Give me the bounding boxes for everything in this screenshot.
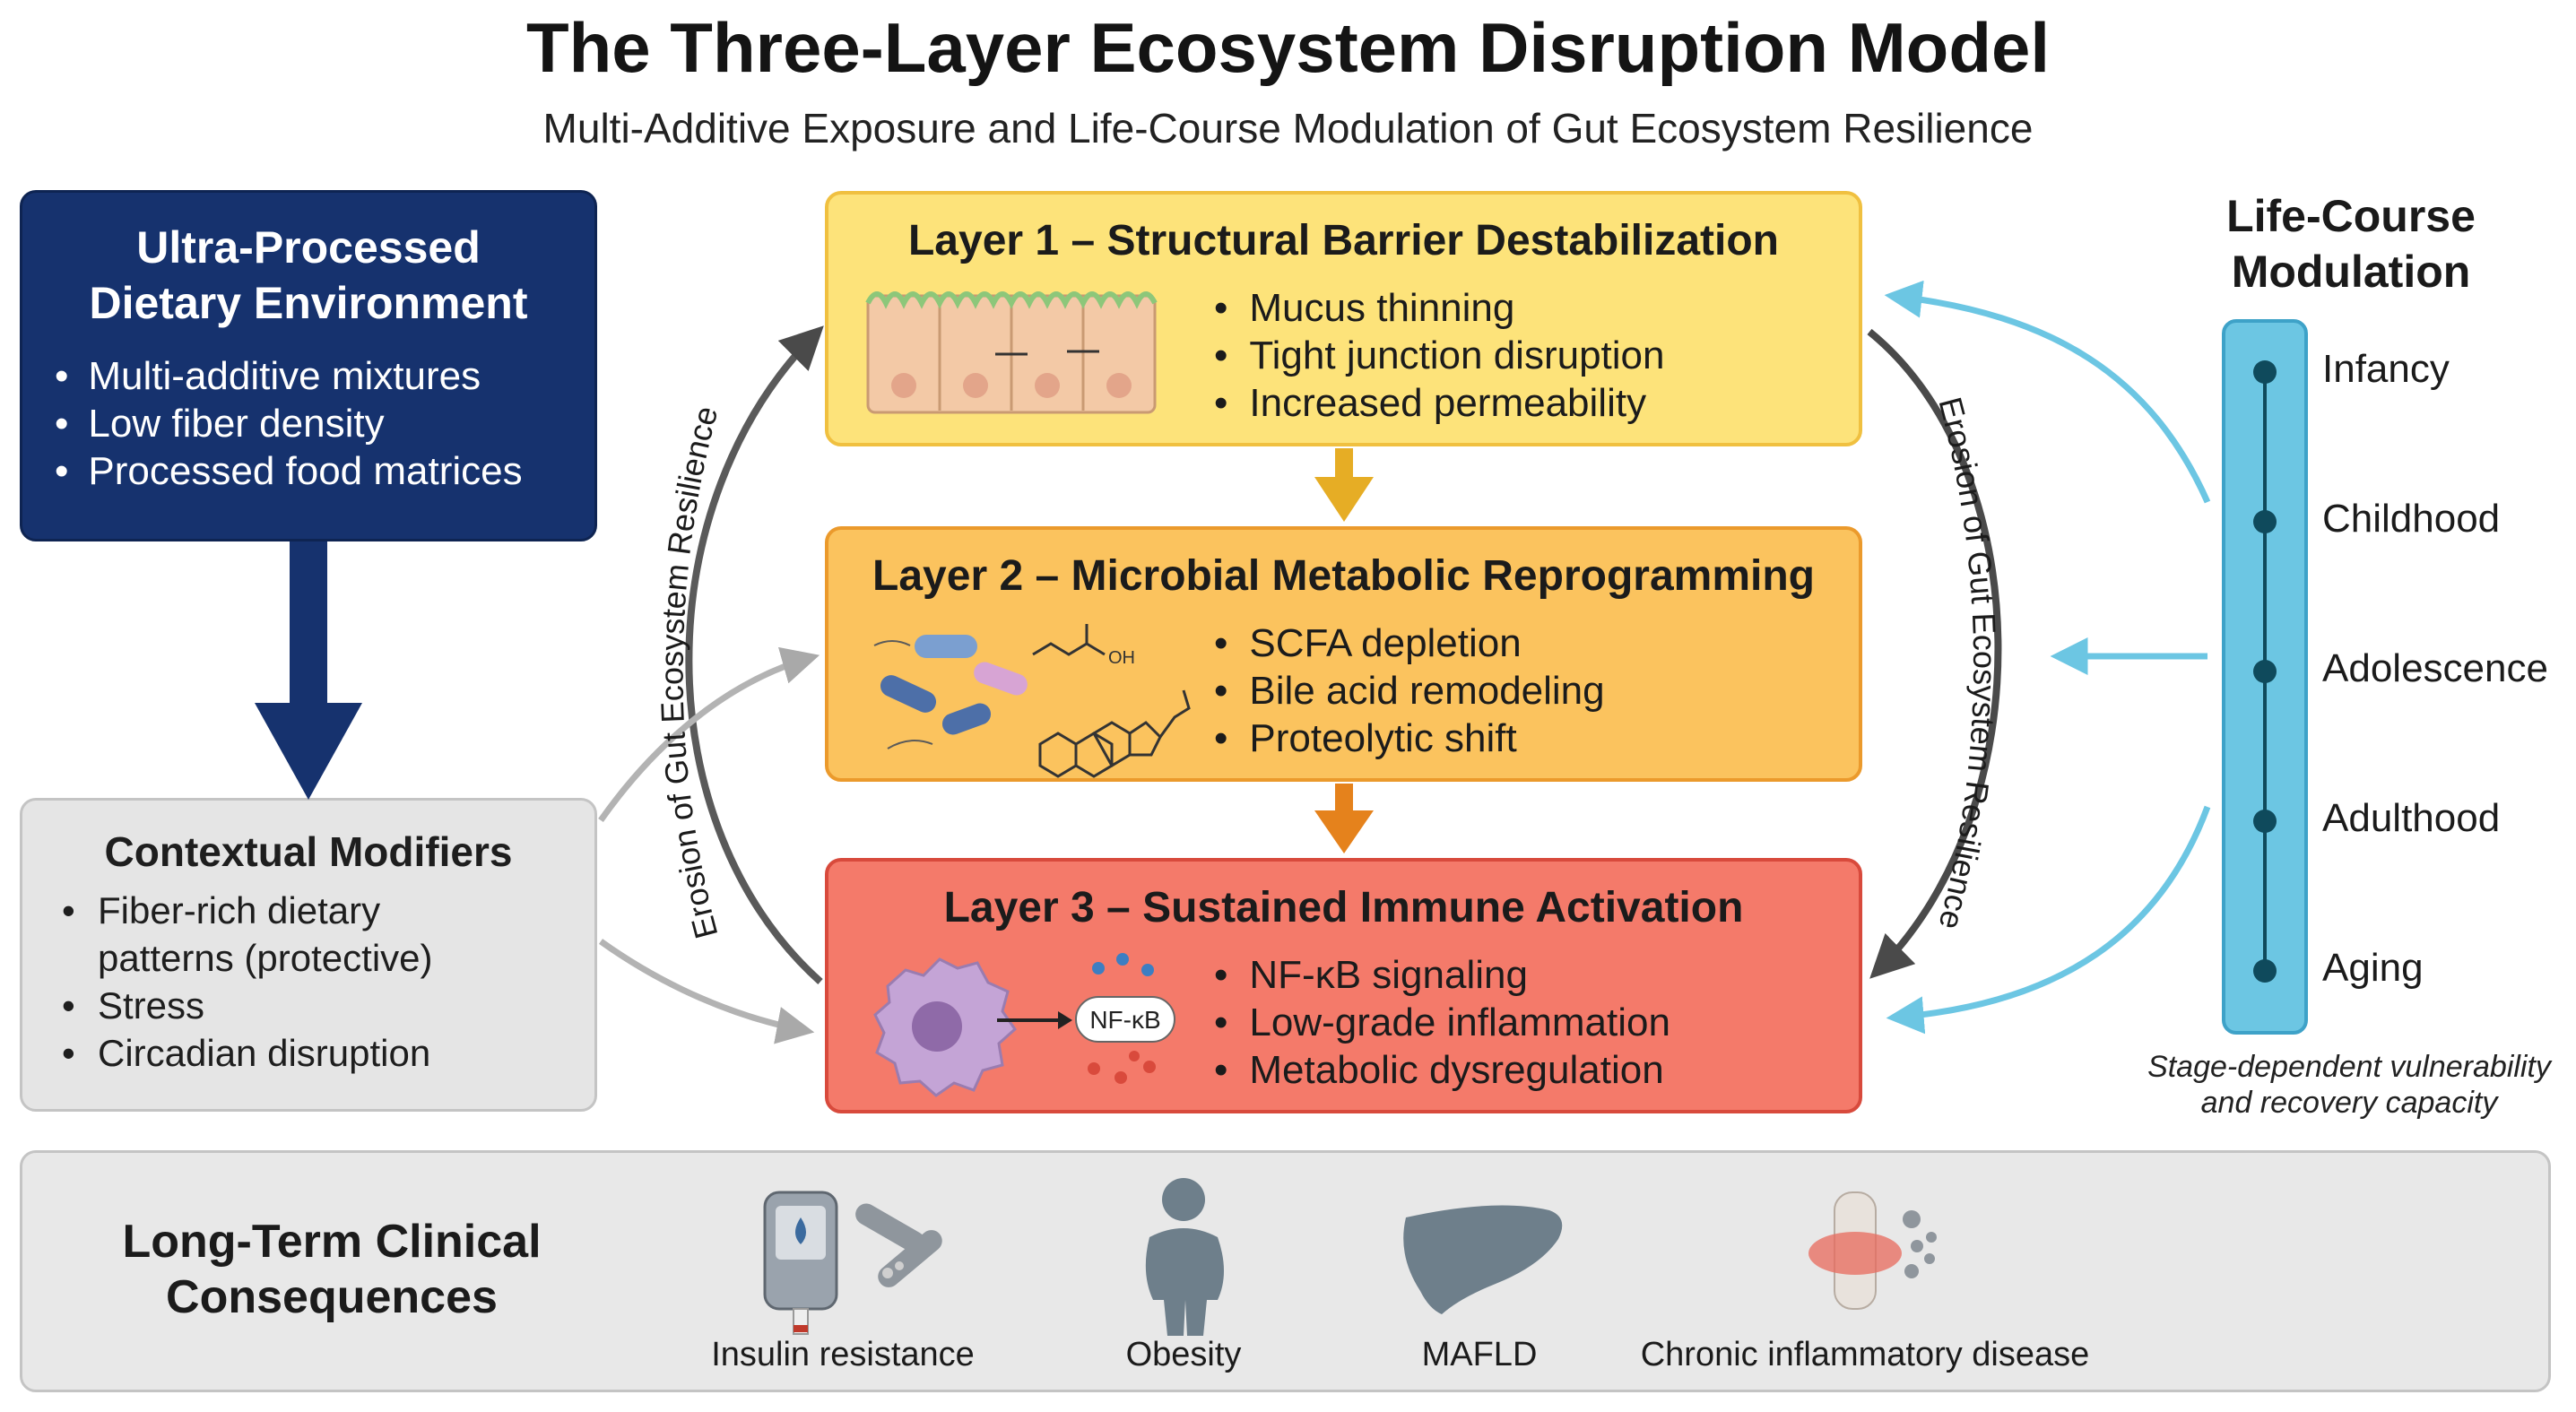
stage-label-adolescence: Adolescence: [2322, 646, 2548, 690]
erosion-label-left: Erosion of Gut Ecosystem Resilience: [654, 403, 725, 942]
life-course-to-layer-3-arrow: [1886, 805, 2211, 1035]
outcome-label-insulin-resistance: Insulin resistance: [711, 1336, 975, 1373]
timeline-dot: [2253, 959, 2277, 983]
layer-1-to-2-arrow: [1314, 448, 1374, 522]
list-item: Low fiber density: [55, 400, 523, 447]
layer-3-title: Layer 3 – Sustained Immune Activation: [943, 884, 1744, 931]
timeline-dot: [2253, 360, 2277, 384]
list-item: SCFA depletion: [1214, 619, 1605, 667]
clinical-consequences-box: Long-Term Clinical Consequences: [20, 1150, 2551, 1392]
epithelium-icon: [865, 291, 1158, 414]
timeline-dot: [2253, 660, 2277, 683]
list-item: Multi-additive mixtures: [55, 352, 523, 400]
outcome-label-chronic-inflammatory-disease: Chronic inflammatory disease: [1640, 1336, 2090, 1373]
list-item: Low-grade inflammation: [1214, 999, 1670, 1046]
outcome-label-mafld: MAFLD: [1421, 1336, 1538, 1373]
layer-1-list: Mucus thinning Tight junction disruption…: [1214, 284, 1664, 427]
insulin-receptor-icon: [855, 1203, 942, 1287]
stage-label-infancy: Infancy: [2322, 347, 2450, 391]
stage-label-aging: Aging: [2322, 946, 2424, 990]
stage-label-childhood: Childhood: [2322, 497, 2501, 541]
navy-down-arrow: [255, 541, 362, 800]
list-item: Processed food matrices: [55, 447, 522, 495]
life-course-to-layer-1-arrow: [1884, 280, 2211, 504]
layer-2-to-3-arrow: [1314, 784, 1374, 853]
list-item: NF-κB signaling: [1214, 951, 1670, 999]
microbes-icon: [873, 635, 1028, 749]
arrow-icon: [997, 1011, 1072, 1029]
erosion-right-arrow: [1867, 328, 2002, 979]
contextual-modifiers-box: Contextual Modifiers •Fiber-rich dietary…: [20, 798, 597, 1112]
contextual-modifiers-list: •Fiber-rich dietary patterns (protective…: [62, 887, 433, 1077]
ultra-processed-title: Ultra-Processed Dietary Environment: [89, 222, 528, 328]
glucometer-icon: [763, 1191, 838, 1335]
list-item: Metabolic dysregulation: [1214, 1046, 1670, 1094]
list-item: Proteolytic shift: [1214, 715, 1605, 762]
layer-3-list: NF-κB signaling Low-grade inflammation M…: [1214, 951, 1670, 1094]
svg-text:OH: OH: [1108, 648, 1135, 668]
context-to-layer-3-arrow: [598, 939, 815, 1044]
list-item: •Fiber-rich dietary patterns (protective…: [62, 889, 433, 979]
outcome-label-obesity: Obesity: [1125, 1336, 1242, 1373]
ultra-processed-list: Multi-additive mixtures Low fiber densit…: [55, 352, 523, 495]
scfa-molecule-icon: OH: [1032, 624, 1135, 668]
page-subtitle: Multi-Additive Exposure and Life-Course …: [542, 105, 2034, 152]
life-course-title: Life-Course Modulation: [2226, 191, 2476, 297]
contextual-modifiers-title: Contextual Modifiers: [104, 828, 513, 875]
layer-2-box: Layer 2 – Microbial Metabolic Reprogramm…: [825, 526, 1862, 782]
bile-acid-steroid-icon: [1038, 689, 1191, 778]
life-course-note: Stage-dependent vulnerability and recove…: [2147, 1050, 2551, 1120]
erosion-label-right: Erosion of Gut Ecosystem Resilience: [1931, 394, 2003, 934]
list-item: •Circadian disruption: [62, 1032, 431, 1074]
layer-1-title: Layer 1 – Structural Barrier Destabiliza…: [907, 217, 1779, 264]
ultra-processed-box: Ultra-Processed Dietary Environment Mult…: [20, 190, 597, 541]
macrophage-icon: [873, 957, 1017, 1097]
list-item: Bile acid remodeling: [1214, 667, 1604, 715]
erosion-left-arrow: [685, 325, 824, 984]
list-item: •Stress: [62, 984, 205, 1027]
layer-2-title: Layer 2 – Microbial Metabolic Reprogramm…: [872, 552, 1815, 600]
stage-label-adulthood: Adulthood: [2322, 796, 2501, 840]
list-item: Increased permeability: [1214, 379, 1664, 427]
inflamed-joint-icon: [1808, 1191, 1937, 1310]
person-silhouette-icon: [1145, 1178, 1224, 1336]
page-title: The Three-Layer Ecosystem Disruption Mod…: [525, 8, 2051, 87]
svg-text:NF-κB: NF-κB: [1089, 1006, 1160, 1034]
list-item: Mucus thinning: [1214, 284, 1664, 332]
timeline-dot: [2253, 510, 2277, 533]
liver-icon: [1403, 1205, 1563, 1314]
nfkb-badge: NF-κB: [1075, 953, 1175, 1084]
layer-2-list: SCFA depletion Bile acid remodeling Prot…: [1214, 619, 1605, 762]
timeline-dot: [2253, 810, 2277, 833]
list-item: Tight junction disruption: [1214, 332, 1664, 379]
clinical-consequences-title: Long-Term Clinical Consequences: [122, 1216, 542, 1323]
context-to-layer-2-arrow: [598, 646, 820, 823]
